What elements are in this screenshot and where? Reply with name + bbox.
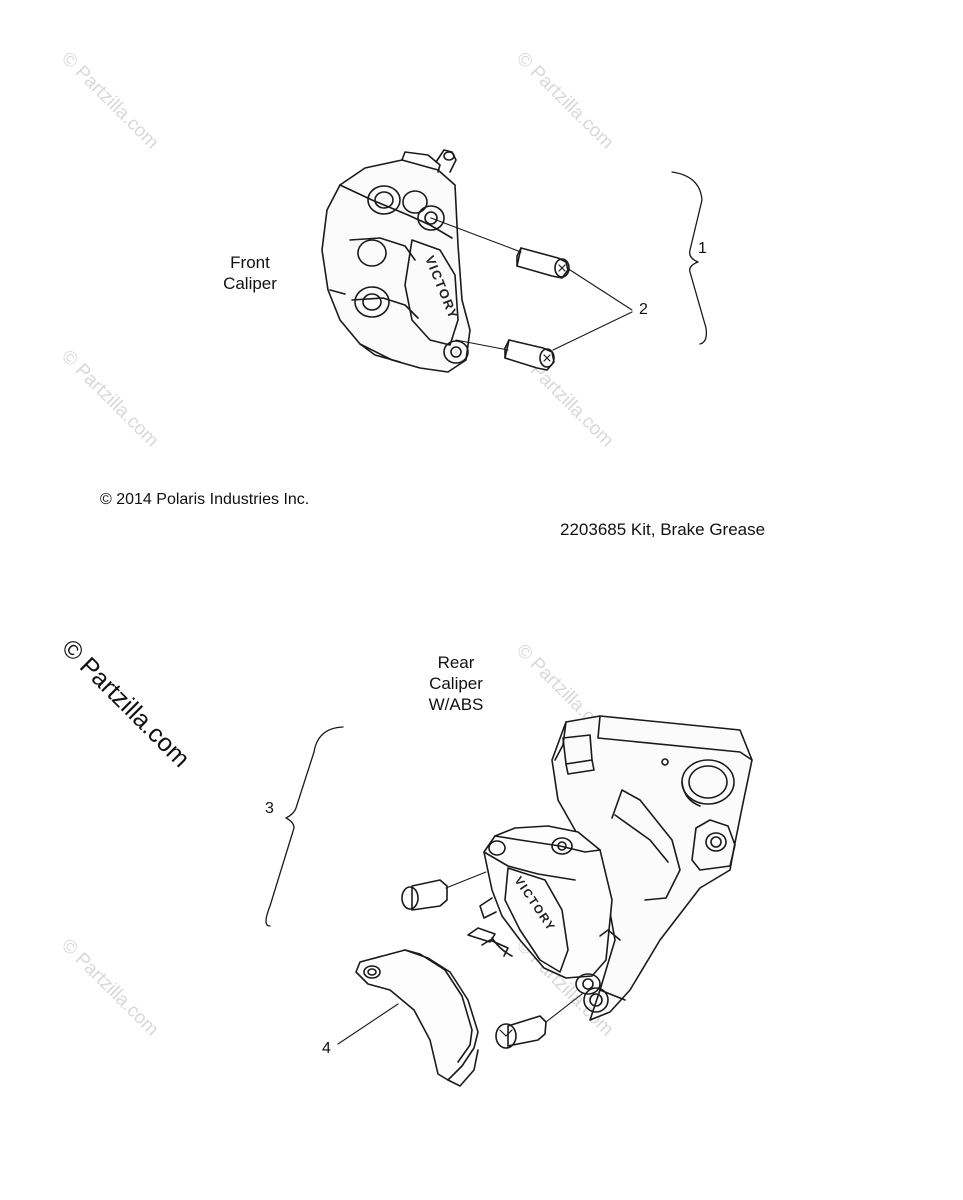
callout-4: 4 [322,1040,331,1057]
copyright-text: © 2014 Polaris Industries Inc. [100,491,310,508]
rear-bolt-lower [495,1015,547,1049]
bracket-1 [671,171,708,345]
callout-3: 3 [265,800,274,817]
rear-caliper-label: Rear Caliper W/ABS [410,652,502,715]
front-caliper-label: Front Caliper [208,252,292,294]
bracket-3 [265,726,344,927]
rear-caliper-drawing [467,825,621,995]
front-label-line2: Caliper [223,274,277,293]
callout-2: 2 [639,301,648,318]
kit-note: 2203685 Kit, Brake Grease [560,520,766,539]
rear-bolt-upper [401,879,448,911]
rear-label-line2: Caliper [429,674,483,693]
callout-1: 1 [698,240,707,257]
front-caliper-drawing [321,149,471,373]
front-label-line1: Front [230,253,270,272]
rear-label-line3: W/ABS [428,695,484,714]
front-bolt-lower [504,339,555,371]
front-bolt-upper [516,247,570,279]
rear-shield-drawing [355,949,479,1087]
rear-bracket-drawing [551,715,753,1021]
rear-label-line1: Rear [437,653,475,672]
